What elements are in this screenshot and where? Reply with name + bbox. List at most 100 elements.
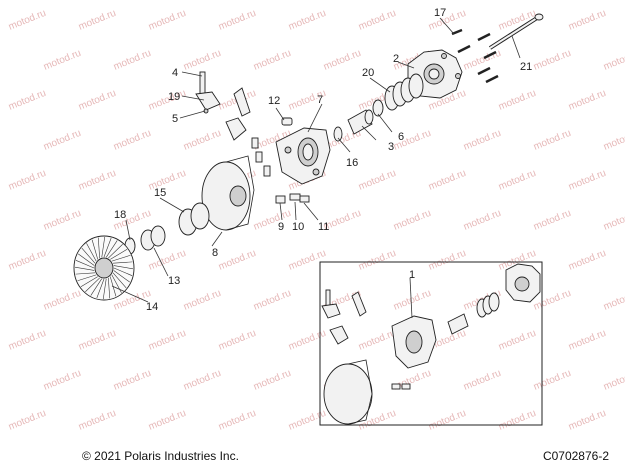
watermark-text: motod.ru bbox=[42, 368, 83, 393]
fan-blade bbox=[112, 261, 133, 264]
part-17-bolts bbox=[451, 28, 499, 84]
watermark-text: motod.ru bbox=[462, 128, 503, 153]
watermark-text: motod.ru bbox=[77, 88, 118, 113]
leader-lines bbox=[111, 17, 521, 319]
watermark-text: motod.ru bbox=[357, 168, 398, 193]
watermark-text: motod.ru bbox=[42, 208, 83, 233]
watermark-text: motod.ru bbox=[602, 48, 625, 73]
part-9-10-11-screws bbox=[275, 193, 310, 204]
callout-15: 15 bbox=[154, 187, 166, 199]
watermark-text: motod.ru bbox=[602, 368, 625, 393]
fan-blade bbox=[91, 239, 99, 260]
callout-9: 9 bbox=[278, 221, 284, 233]
fan-blade bbox=[75, 272, 96, 275]
callout-16: 16 bbox=[346, 157, 358, 169]
fan-blade bbox=[108, 244, 123, 259]
watermark-text: motod.ru bbox=[217, 248, 258, 273]
callout-6: 6 bbox=[398, 131, 404, 143]
fan-blade bbox=[108, 277, 111, 299]
callout-2: 2 bbox=[393, 53, 399, 65]
fan-blade bbox=[85, 277, 100, 292]
part-8-sheave bbox=[201, 155, 255, 231]
watermark-text: motod.ru bbox=[252, 208, 293, 233]
callout-5: 5 bbox=[172, 113, 178, 125]
watermark-text: motod.ru bbox=[567, 88, 608, 113]
fan-blade bbox=[112, 272, 127, 289]
fan-blade bbox=[86, 243, 97, 262]
watermark-text: motod.ru bbox=[182, 48, 223, 73]
watermark-text: motod.ru bbox=[147, 8, 188, 33]
part-16-ring bbox=[333, 126, 343, 142]
watermark-text: motod.ru bbox=[462, 368, 503, 393]
watermark-text: motod.ru bbox=[147, 328, 188, 353]
fan-blade bbox=[96, 278, 105, 299]
watermark-text: motod.ru bbox=[147, 408, 188, 433]
watermark-text: motod.ru bbox=[217, 328, 258, 353]
watermark-text: motod.ru bbox=[252, 288, 293, 313]
watermark-text: motod.ru bbox=[7, 408, 48, 433]
watermark-text: motod.ru bbox=[567, 408, 608, 433]
part-14-fan bbox=[73, 235, 135, 301]
fan-blade bbox=[90, 278, 103, 296]
watermark-text: motod.ru bbox=[7, 328, 48, 353]
watermark-text: motod.ru bbox=[497, 168, 538, 193]
watermark-text: motod.ru bbox=[112, 48, 153, 73]
fan-blade bbox=[103, 237, 112, 258]
watermark-text: motod.ru bbox=[77, 328, 118, 353]
watermark-text: motod.ru bbox=[357, 8, 398, 33]
watermark-text: motod.ru bbox=[182, 288, 223, 313]
watermark-text: motod.ru bbox=[287, 8, 328, 33]
watermark-text: motod.ru bbox=[497, 328, 538, 353]
watermark-text: motod.ru bbox=[602, 208, 625, 233]
watermark-text: motod.ru bbox=[7, 248, 48, 273]
callout-8: 8 bbox=[212, 247, 218, 259]
fan-blade bbox=[81, 247, 96, 264]
part-6-washer bbox=[372, 99, 384, 117]
watermark-text: motod.ru bbox=[497, 88, 538, 113]
watermark-text: motod.ru bbox=[7, 88, 48, 113]
watermark-text: motod.ru bbox=[602, 288, 625, 313]
watermark-text: motod.ru bbox=[77, 168, 118, 193]
watermark-text: motod.ru bbox=[217, 8, 258, 33]
watermark-text: motod.ru bbox=[532, 208, 573, 233]
callout-4: 4 bbox=[172, 67, 178, 79]
watermark-text: motod.ru bbox=[287, 248, 328, 273]
part-15-bushing bbox=[178, 202, 210, 236]
watermark-text: motod.ru bbox=[532, 368, 573, 393]
fan-blade bbox=[75, 260, 95, 269]
watermark-text: motod.ru bbox=[357, 248, 398, 273]
callout-14: 14 bbox=[146, 301, 158, 313]
watermark-text: motod.ru bbox=[462, 48, 503, 73]
fan-blade bbox=[113, 267, 133, 276]
watermark-text: motod.ru bbox=[77, 8, 118, 33]
part-rollers bbox=[251, 137, 271, 177]
callout-11: 11 bbox=[318, 221, 329, 233]
watermark-text: motod.ru bbox=[427, 408, 468, 433]
callout-10: 10 bbox=[292, 221, 304, 233]
diagram-code: C0702876-2 bbox=[542, 449, 609, 463]
watermark-text: motod.ru bbox=[77, 408, 118, 433]
inset-assembly bbox=[321, 263, 541, 425]
fan-blade bbox=[102, 278, 107, 300]
watermark-text: motod.ru bbox=[427, 248, 468, 273]
watermark-text: motod.ru bbox=[567, 248, 608, 273]
part-21-bolt bbox=[488, 13, 544, 50]
callout-18: 18 bbox=[114, 209, 126, 221]
watermark-text: motod.ru bbox=[567, 8, 608, 33]
watermark-text: motod.ru bbox=[7, 8, 48, 33]
fan-blade bbox=[110, 249, 128, 260]
part-7-hub bbox=[275, 127, 331, 185]
fan-blade bbox=[80, 276, 98, 287]
part-12-pin bbox=[281, 117, 293, 126]
watermark-text: motod.ru bbox=[182, 368, 223, 393]
watermark-text: motod.ru bbox=[567, 328, 608, 353]
fan-blade bbox=[77, 274, 97, 282]
watermark-text: motod.ru bbox=[112, 128, 153, 153]
callout-1: 1 bbox=[409, 269, 415, 281]
watermark-text: motod.ru bbox=[182, 128, 223, 153]
fan-blade bbox=[97, 237, 100, 259]
watermark-text: motod.ru bbox=[532, 128, 573, 153]
part-20-spring bbox=[384, 73, 424, 111]
watermark-text: motod.ru bbox=[392, 288, 433, 313]
